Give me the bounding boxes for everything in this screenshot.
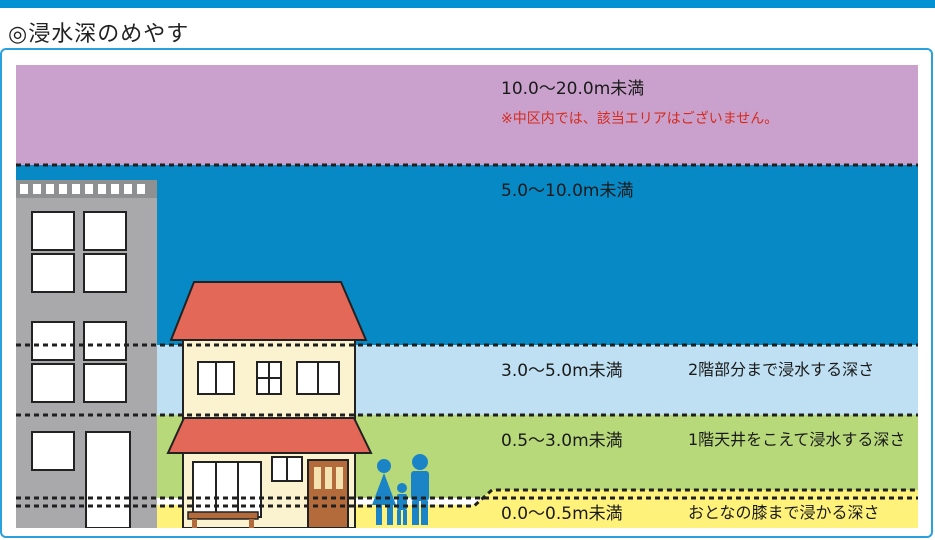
level-label-5-10m: 5.0〜10.0m未満: [501, 181, 634, 201]
page-title: ◎浸水深のめやす: [8, 22, 190, 47]
level-line-ground: [16, 488, 918, 508]
two-storey-house: [166, 281, 373, 528]
level-desc-3-5m: 2階部分まで浸水する深さ: [688, 360, 875, 379]
level-label-0.5-3m: 0.5〜3.0m未満: [501, 431, 623, 451]
band-5-10m: [16, 165, 918, 345]
band-10-20m: [16, 65, 918, 165]
flood-depth-diagram: [16, 65, 918, 528]
apartment-building: [16, 180, 157, 528]
header-accent-bar: [0, 0, 935, 8]
level-label-10-20m: 10.0〜20.0m未満: [501, 79, 645, 99]
band-0.5-3m: [16, 415, 918, 498]
level-desc-0-0.5m: おとなの膝まで浸かる深さ: [688, 503, 880, 522]
level-label-0-0.5m: 0.0〜0.5m未満: [501, 504, 623, 524]
level-label-3-5m: 3.0〜5.0m未満: [501, 361, 623, 381]
level-note-10-20m: ※中区内では、該当エリアはございません。: [501, 111, 779, 127]
level-desc-0.5-3m: 1階天井をこえて浸水する深さ: [688, 430, 906, 449]
band-3-5m: [16, 345, 918, 415]
